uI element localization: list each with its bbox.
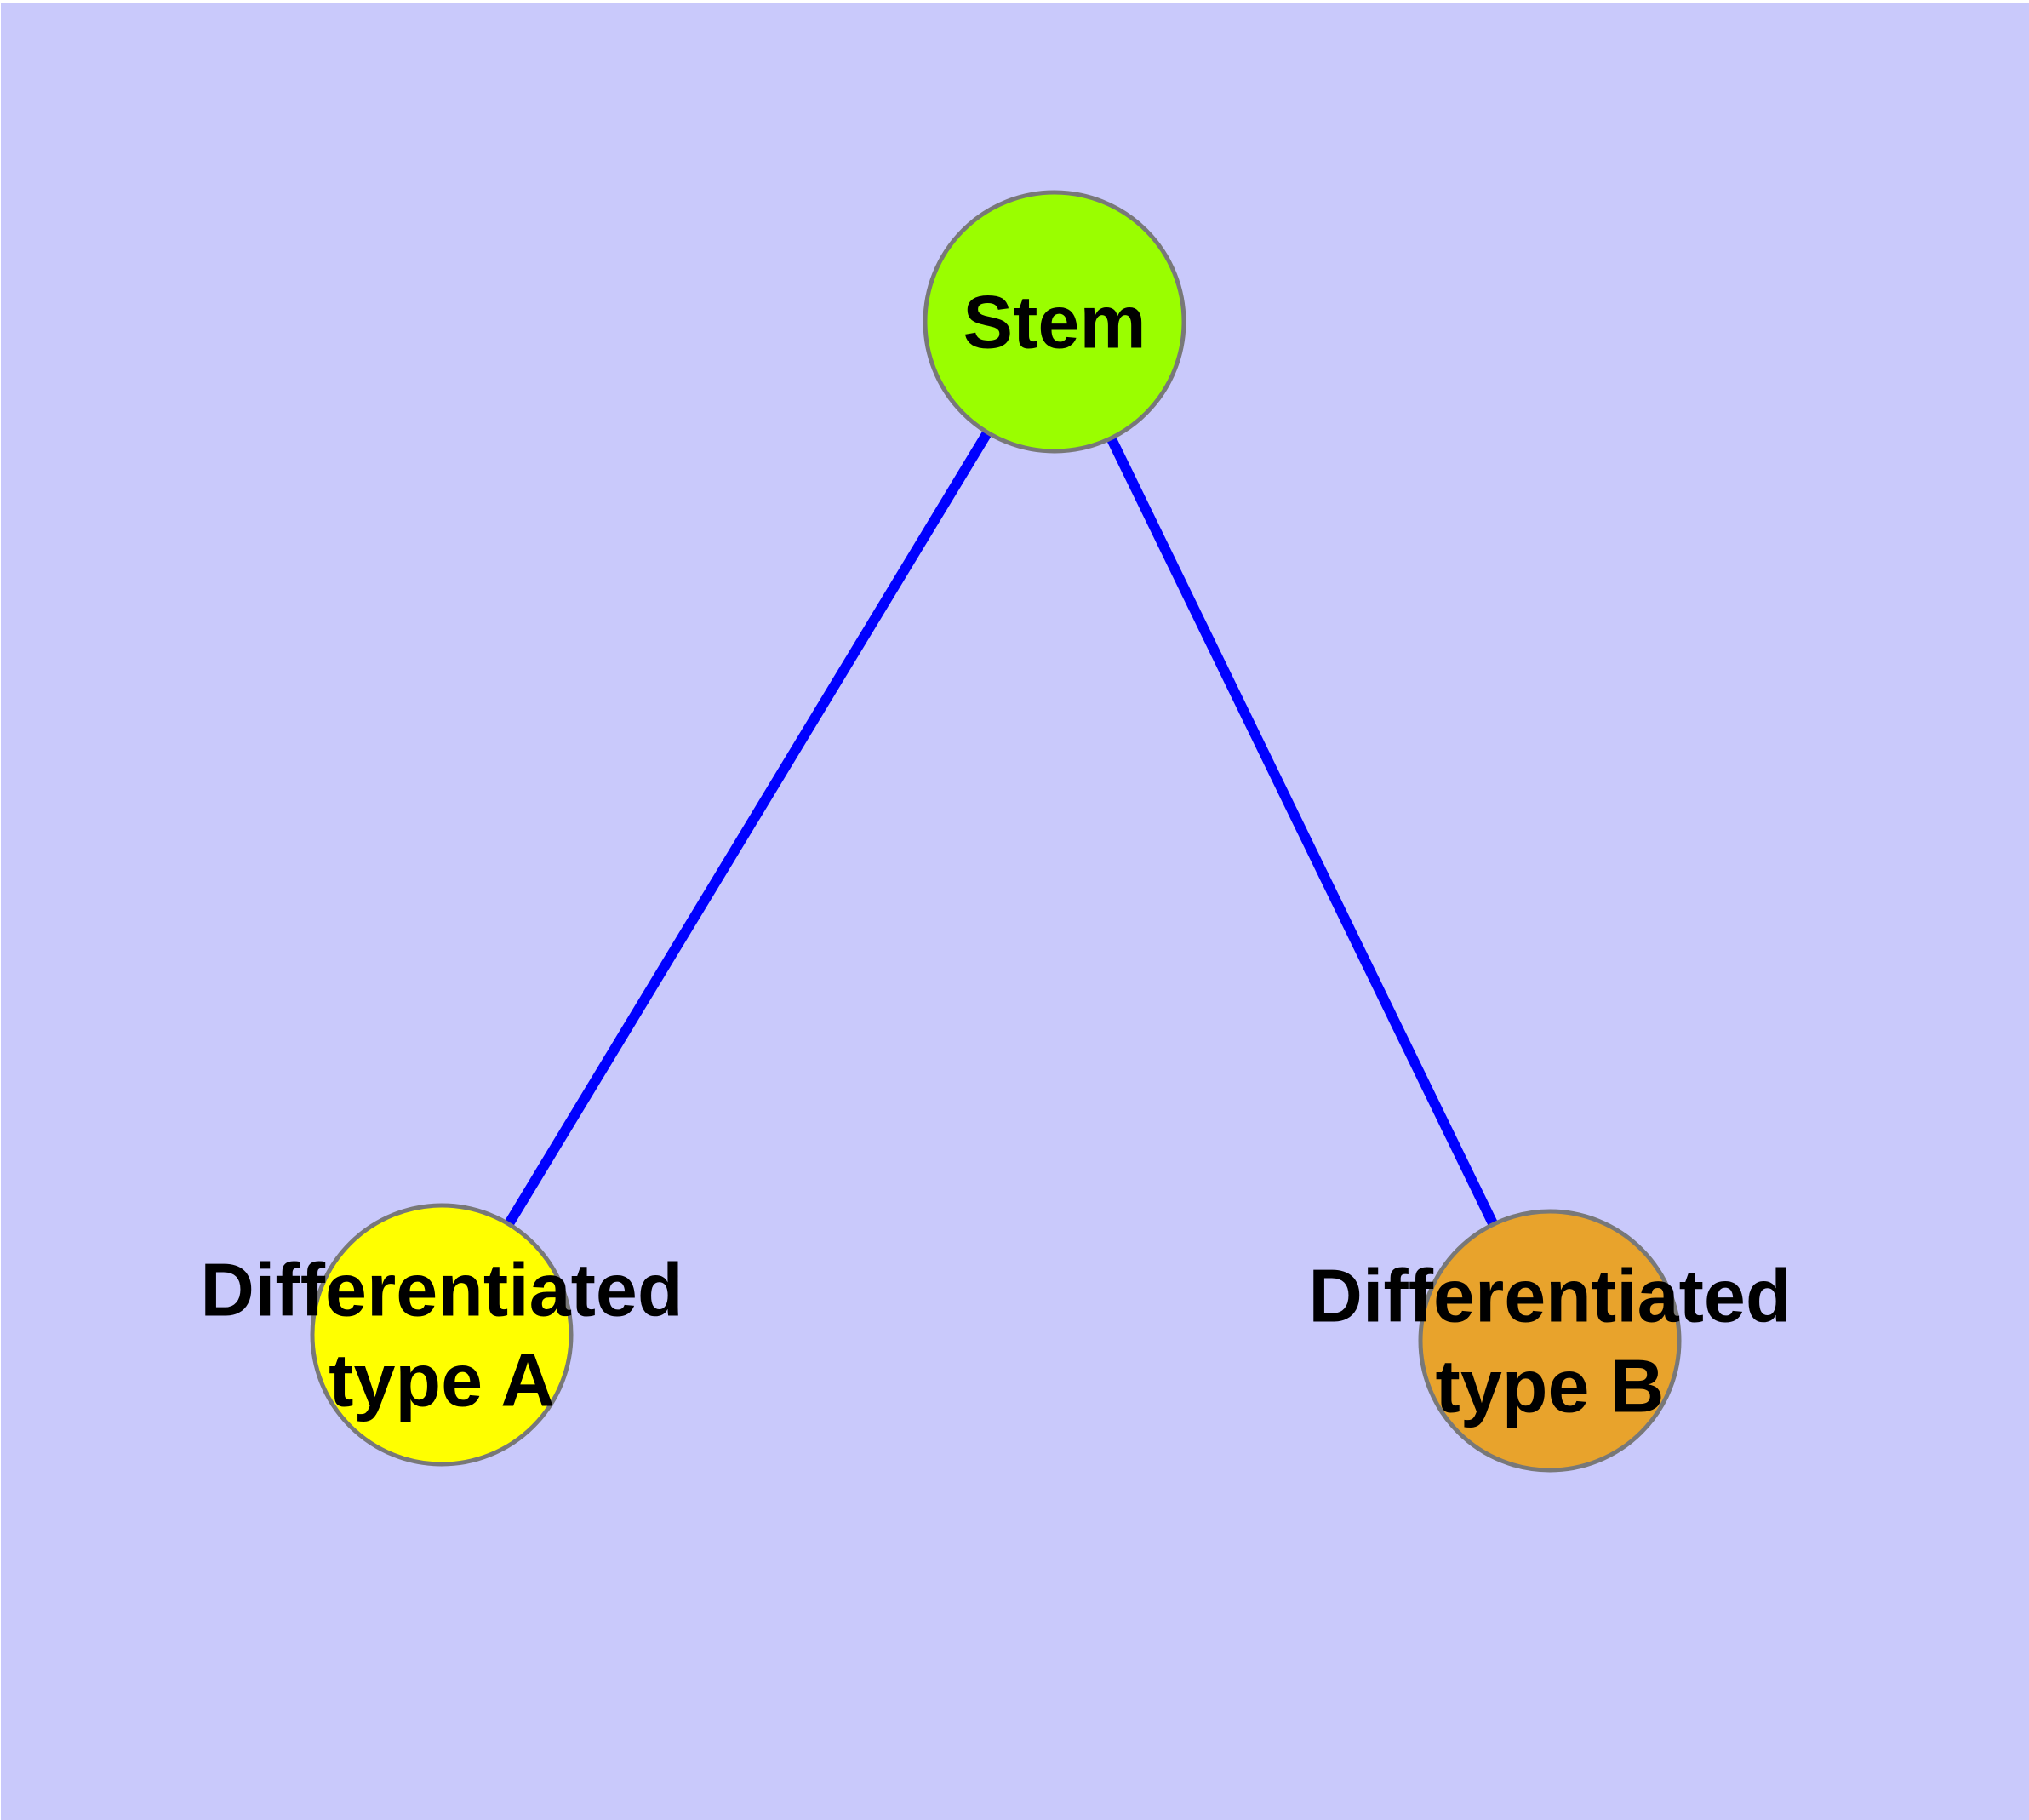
node-type-a-label-line-2: type A	[329, 1338, 555, 1422]
edge-stem-to-type-b	[1049, 317, 1555, 1346]
node-type-b-label-line-1: Differentiated	[1308, 1254, 1791, 1338]
node-type-b-label-line-2: type B	[1436, 1344, 1665, 1428]
node-differentiated-type-b: Differentiated type B	[1308, 1209, 1792, 1473]
diagram-stage: Stem Differentiated type A Differentiate…	[1, 3, 2029, 1820]
node-type-a-circle	[310, 1203, 574, 1467]
edge-stem-to-type-a	[437, 317, 1060, 1340]
graph-canvas: Stem Differentiated type A Differentiate…	[1, 3, 2029, 1820]
node-stem: Stem	[923, 190, 1186, 454]
node-type-b-circle	[1418, 1209, 1682, 1473]
node-type-a-label-line-1: Differentiated	[200, 1248, 683, 1332]
node-stem-circle	[923, 190, 1186, 454]
node-stem-label: Stem	[963, 280, 1146, 364]
node-differentiated-type-a: Differentiated type A	[200, 1203, 683, 1467]
